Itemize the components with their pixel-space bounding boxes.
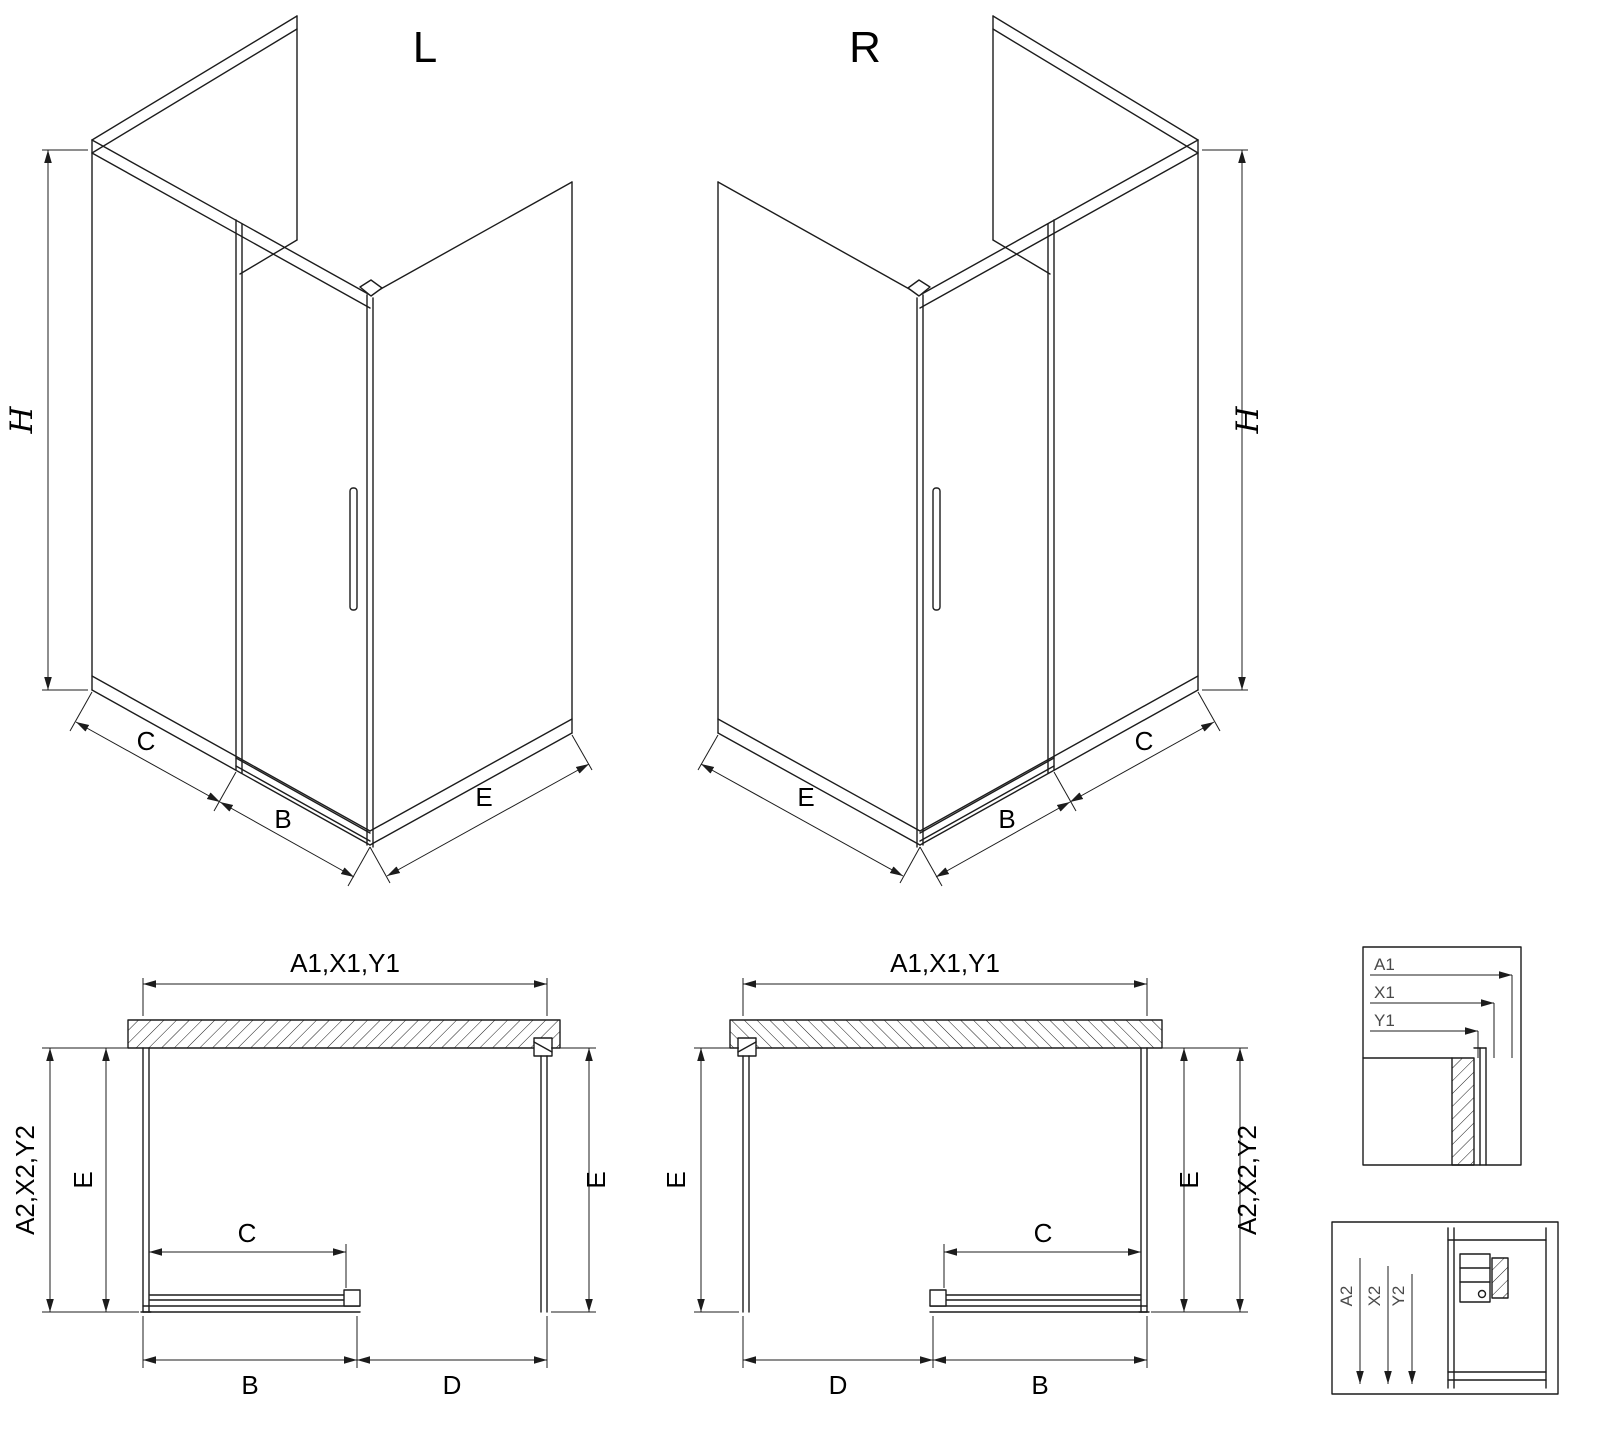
plan-left-e-right-label: E [581,1171,611,1188]
plan-right-d-label: D [829,1370,848,1400]
plan-right-overall-depth-label: A2,X2,Y2 [1232,1125,1262,1235]
plan-right-e-left-label: E [661,1171,691,1188]
plan-left-e-left-label: E [68,1171,98,1188]
variant-label-right: R [849,23,881,72]
variant-label-left: L [413,23,437,72]
iso-right-e-label: E [797,782,814,812]
iso-left-height-label: H [4,406,40,435]
iso-left-b-label: B [274,804,291,834]
iso-view-right: R H C B E [698,16,1266,886]
plan-left-geometry [42,978,596,1368]
iso-right-c-label: C [1135,726,1154,756]
plan-left-d-label: D [443,1370,462,1400]
plan-view-left: A1,X1,Y1 A2,X2,Y2 E C B D E [10,948,611,1400]
plan-right-e-right-label: E [1174,1171,1204,1188]
iso-left-e-label: E [475,782,492,812]
plan-right-geometry [694,978,1248,1368]
plan-right-overall-width-label: A1,X1,Y1 [890,948,1000,978]
detail-bottom-frame [1331,1221,1559,1395]
iso-left-geometry [42,16,592,886]
iso-view-left: L H C B E [4,16,592,886]
detail-x1-label: X1 [1374,983,1395,1002]
wall-detail-top: A1 X1 Y1 [1362,946,1522,1166]
detail-top-frame [1362,946,1522,1166]
plan-view-right: A1,X1,Y1 E C D B E A2,X2,Y2 [661,948,1262,1400]
iso-right-height-label: H [1230,406,1266,435]
detail-bottom-wall-section [1491,1257,1509,1299]
plan-left-overall-depth-label: A2,X2,Y2 [10,1125,40,1235]
iso-right-b-label: B [998,804,1015,834]
plan-right-c-label: C [1034,1218,1053,1248]
detail-a2-label: A2 [1337,1286,1356,1307]
iso-right-geometry [698,16,1248,886]
detail-y2-label: Y2 [1389,1286,1408,1307]
detail-top-wall-section [1451,1057,1475,1166]
detail-a1-label: A1 [1374,955,1395,974]
plan-left-c-label: C [238,1218,257,1248]
plan-right-b-label: B [1031,1370,1048,1400]
detail-x2-label: X2 [1365,1286,1384,1307]
detail-y1-label: Y1 [1374,1011,1395,1030]
plan-left-b-label: B [241,1370,258,1400]
iso-left-c-label: C [137,726,156,756]
plan-left-overall-width-label: A1,X1,Y1 [290,948,400,978]
wall-detail-bottom: A2 X2 Y2 [1331,1221,1559,1395]
